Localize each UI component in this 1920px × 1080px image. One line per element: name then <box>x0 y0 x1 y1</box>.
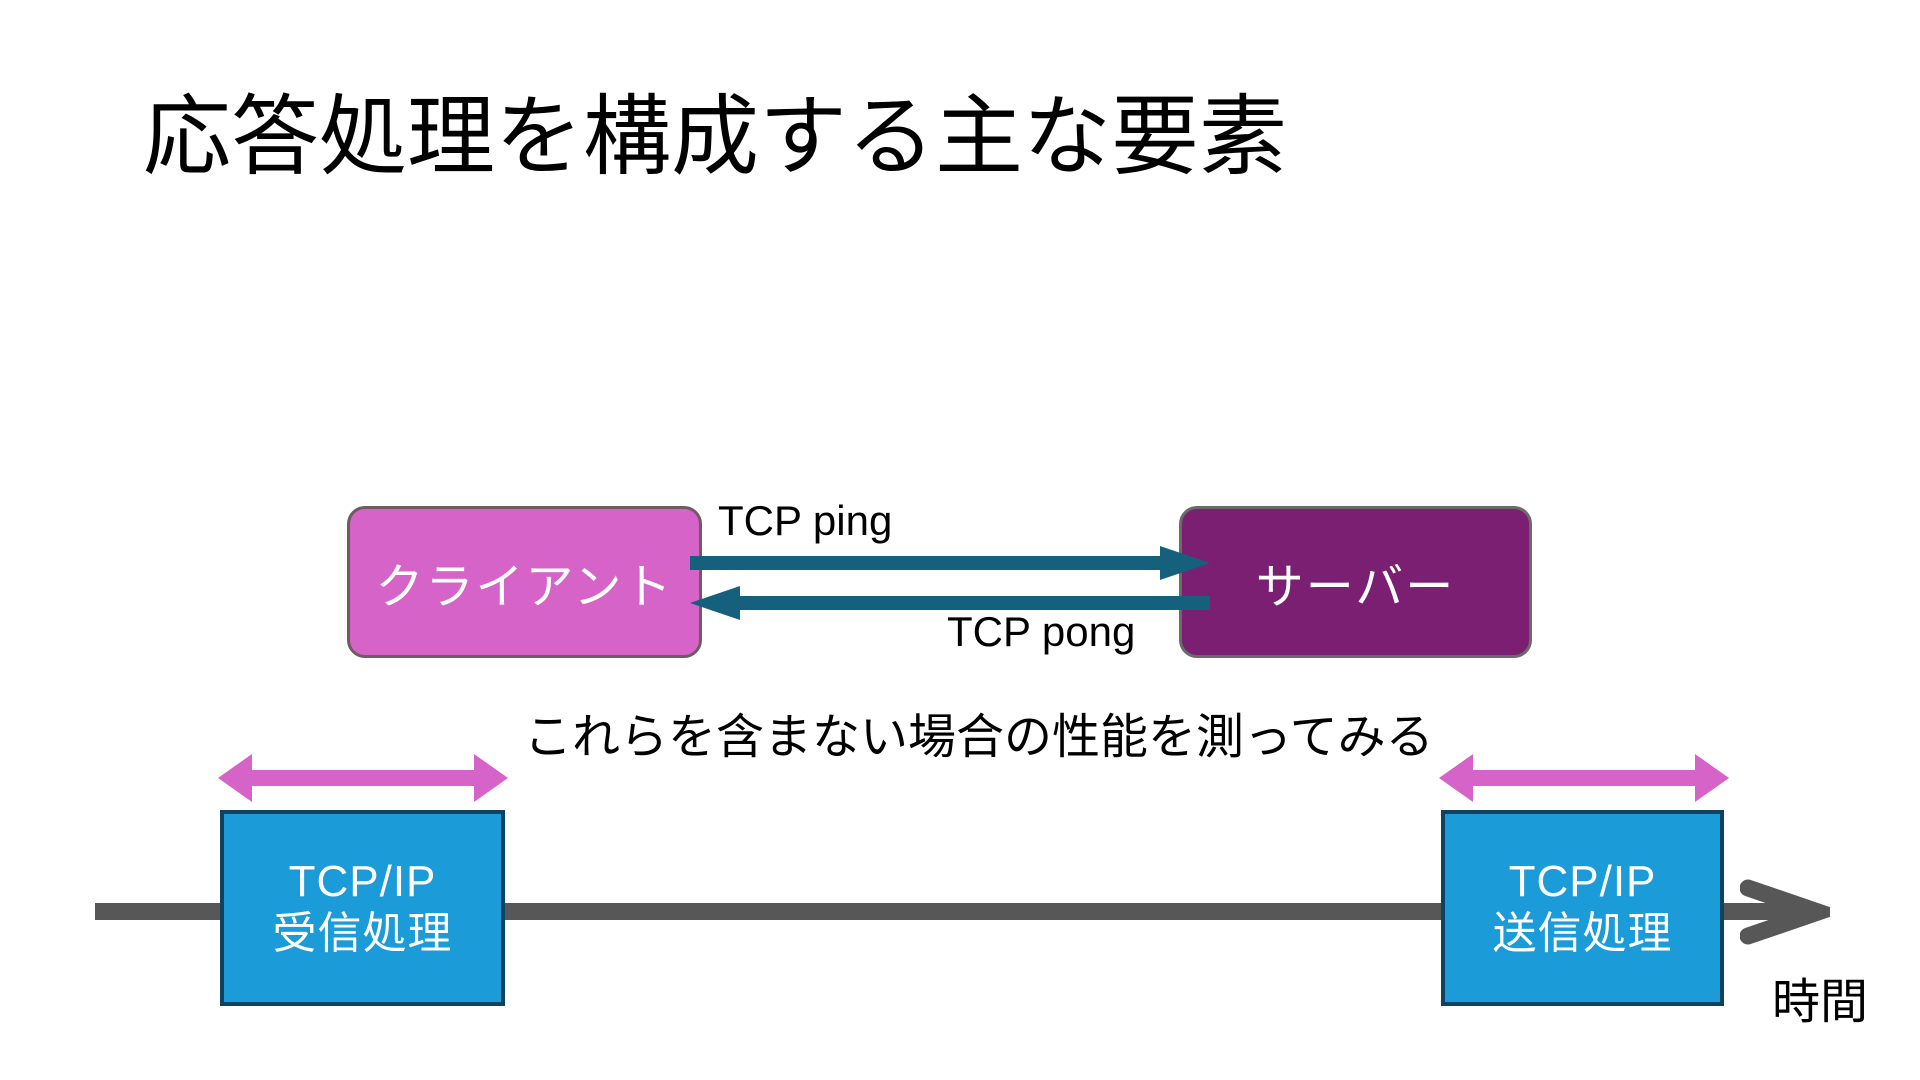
timeline-axis-label: 時間 <box>1772 976 1869 1029</box>
timeline-arrowhead-icon <box>1740 872 1830 952</box>
tcp-pong-label: TCP pong <box>947 608 1136 655</box>
recv-span-double-arrow-icon <box>218 752 508 804</box>
tcp-pong-arrow-icon <box>690 586 1210 620</box>
timeline-axis <box>95 903 1815 920</box>
send-span-double-arrow-icon <box>1439 752 1729 804</box>
tcp-ping-arrow-icon <box>690 546 1210 580</box>
caption-text: これらを含まない場合の性能を測ってみる <box>524 711 1434 764</box>
stage-box-receive: TCP/IP 受信処理 <box>220 810 505 1006</box>
tcp-ping-label: TCP ping <box>718 497 893 544</box>
page-title: 応答処理を構成する主な要素 <box>143 87 1288 186</box>
stage-send-line2: 送信処理 <box>1492 909 1673 958</box>
server-node: サーバー <box>1179 506 1532 658</box>
stage-receive-line1: TCP/IP <box>288 857 437 907</box>
client-node: クライアント <box>347 506 702 658</box>
stage-box-send: TCP/IP 送信処理 <box>1441 810 1724 1006</box>
stage-send-line1: TCP/IP <box>1508 857 1657 907</box>
server-node-label: サーバー <box>1255 561 1456 614</box>
client-node-label: クライアント <box>375 561 674 614</box>
stage-receive-line2: 受信処理 <box>272 909 453 958</box>
